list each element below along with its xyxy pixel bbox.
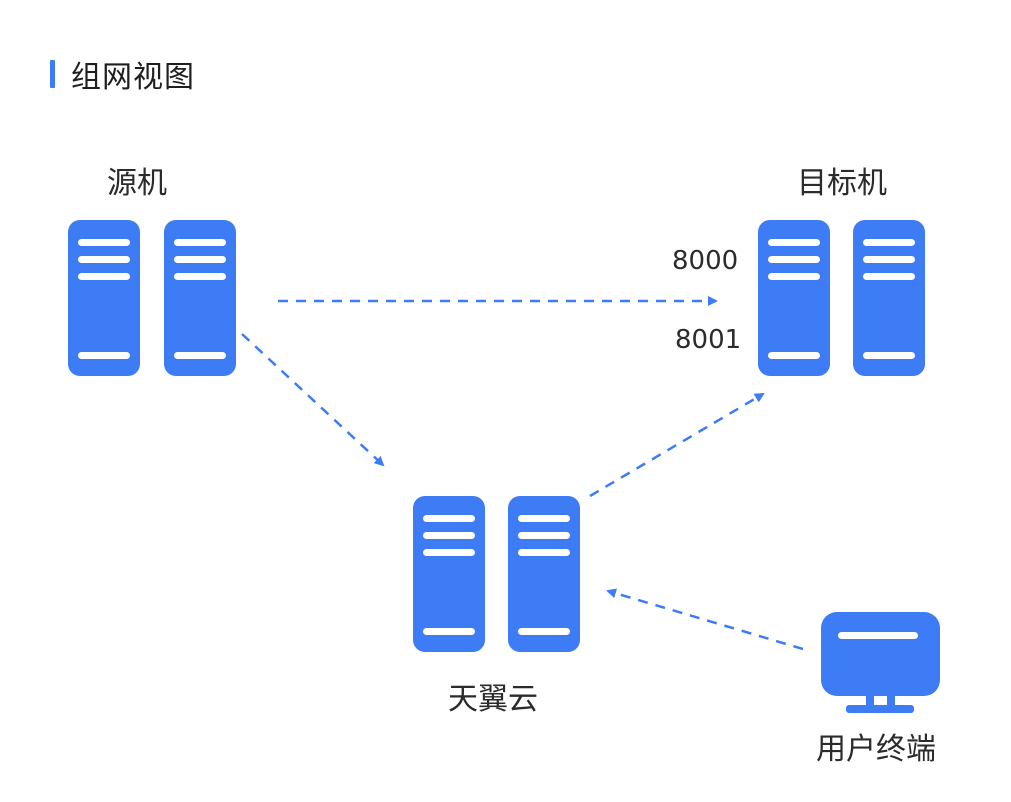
server-icon (758, 220, 830, 376)
server-icon (853, 220, 925, 376)
server-icon (164, 220, 236, 376)
connection-cloud-to-target (589, 392, 765, 498)
target-server-group (758, 220, 925, 376)
server-icon (413, 496, 485, 652)
server-icon (68, 220, 140, 376)
port-label-8000: 8000 (672, 246, 739, 276)
target-label: 目标机 (797, 166, 887, 201)
monitor-icon (821, 612, 940, 713)
connection-terminal-to-cloud (606, 588, 804, 651)
connection-source-to-cloud (241, 333, 385, 467)
source-label: 源机 (107, 166, 167, 201)
source-server-group (68, 220, 236, 376)
page-title: 组网视图 (71, 60, 195, 95)
server-icon (508, 496, 580, 652)
cloud-label: 天翼云 (448, 682, 538, 717)
terminal-label: 用户终端 (816, 732, 936, 767)
cloud-server-group (413, 496, 580, 652)
section-title: 组网视图 (50, 56, 195, 95)
port-label-8001: 8001 (675, 325, 742, 355)
title-accent-bar (50, 60, 55, 88)
